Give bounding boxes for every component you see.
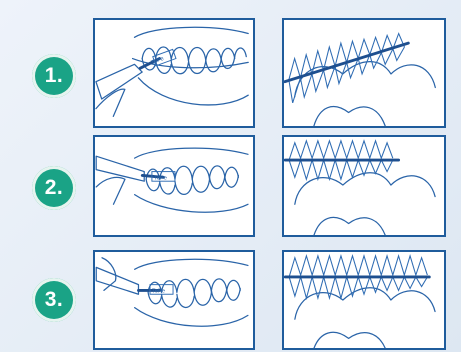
brush-label-3: TePe [152,288,165,294]
teeth-brush-illustration-3: TePe [95,252,253,348]
brush-between-teeth-3 [284,252,444,348]
teeth-brush-illustration-1: TePe [95,20,253,126]
step-3-badge: 3. [32,278,76,322]
step-1-front-view: TePe [93,18,255,128]
brush-between-teeth-1 [284,20,444,126]
step-1-badge: 1. [32,54,76,98]
brush-between-teeth-2 [284,137,444,235]
step-3-front-view: TePe [93,250,255,350]
step-2-badge: 2. [32,166,76,210]
step-2-close-up [282,135,446,237]
step-2-front-view: TePe [93,135,255,237]
step-1-close-up [282,18,446,128]
brush-label-2: TePe [154,175,167,181]
step-3-close-up [282,250,446,350]
teeth-brush-illustration-2: TePe [95,137,253,235]
